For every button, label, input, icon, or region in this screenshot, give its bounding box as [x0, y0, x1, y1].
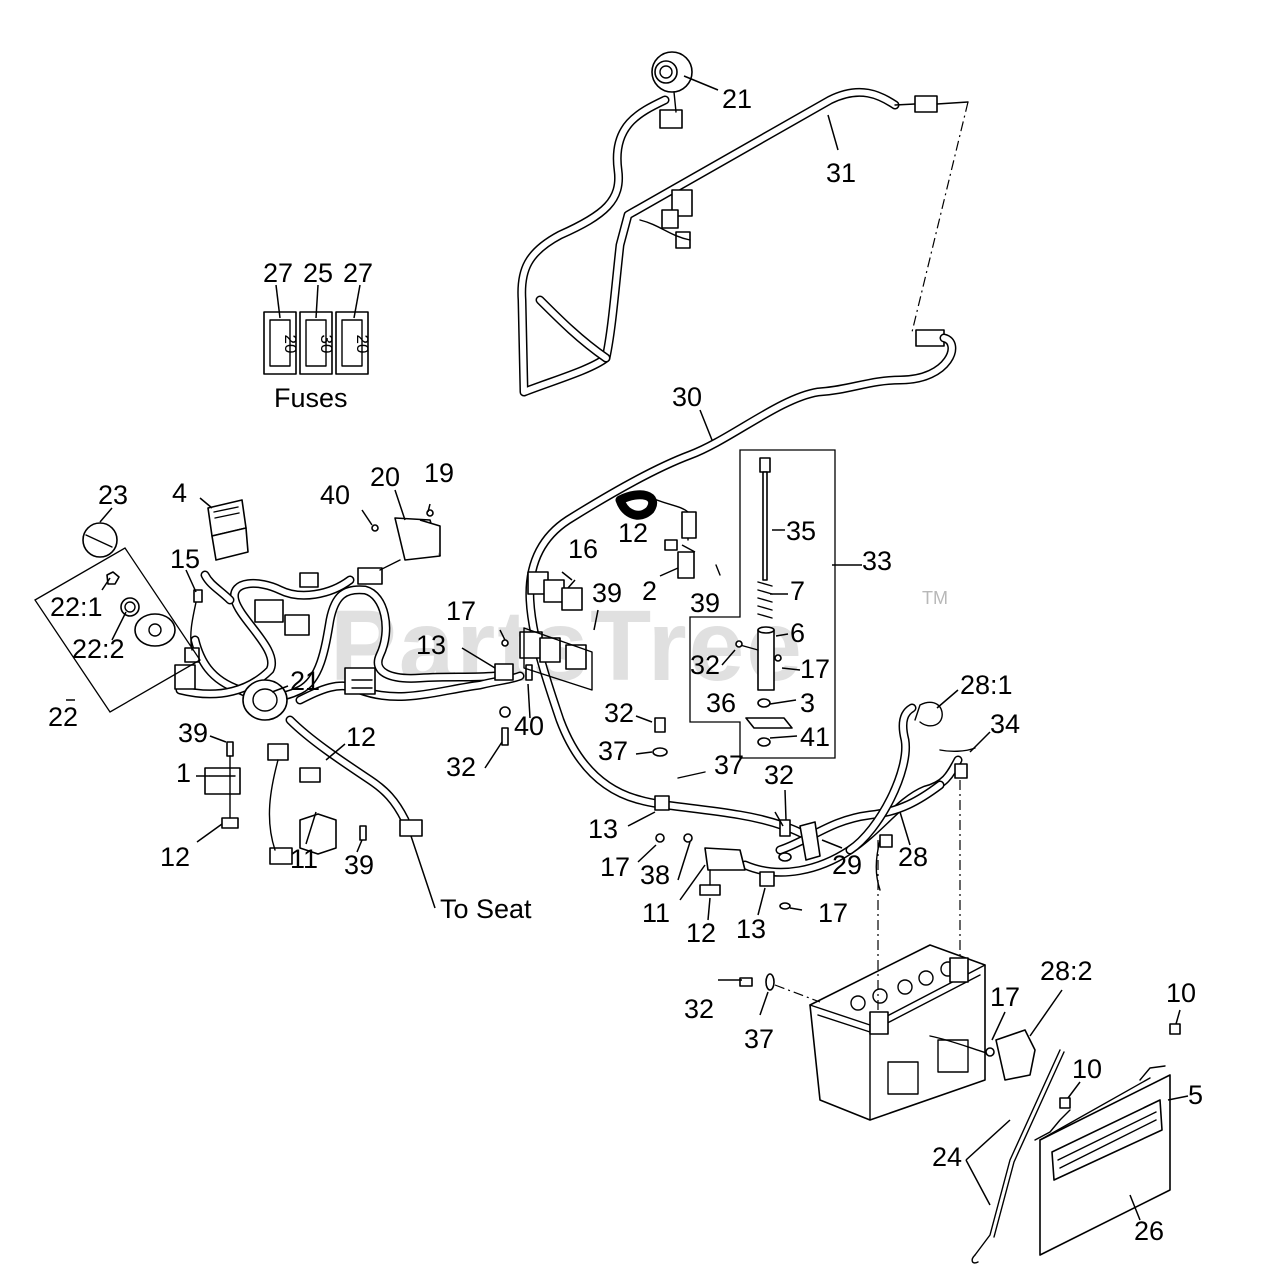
callout-10a: 10 [1166, 978, 1196, 1008]
callout-22-1: 22:1 [50, 592, 103, 622]
callout-23: 23 [98, 480, 128, 510]
callout-24: 24 [932, 1142, 962, 1172]
watermark-tm: TM [922, 588, 948, 608]
callout-36: 36 [706, 688, 736, 718]
callout-32a: 32 [690, 650, 720, 680]
callout-39b: 39 [592, 578, 622, 608]
callout-37a: 37 [598, 736, 628, 766]
note-to-seat: To Seat [440, 894, 532, 924]
callout-40a: 40 [514, 711, 544, 741]
callout-31: 31 [826, 158, 856, 188]
callout-28-1: 28:1 [960, 670, 1013, 700]
callout-15: 15 [170, 544, 200, 574]
callout-28: 28 [898, 842, 928, 872]
callout-11b: 11 [642, 898, 670, 928]
callout-1: 1 [176, 758, 191, 788]
callout-19: 19 [424, 458, 454, 488]
callout-28-2: 28:2 [1040, 956, 1093, 986]
callout-10b: 10 [1072, 1054, 1102, 1084]
callout-17e: 17 [990, 982, 1020, 1012]
callout-12b: 12 [346, 722, 376, 752]
callout-34: 34 [990, 709, 1020, 739]
callout-12d: 12 [686, 918, 716, 948]
relay-cluster [519, 571, 593, 691]
fuses-title: Fuses [274, 383, 348, 413]
right-harness [652, 701, 976, 910]
callout-12c: 12 [160, 842, 190, 872]
leader-lines [66, 75, 1189, 1221]
callout-32e: 32 [684, 994, 714, 1024]
callout-17c: 17 [600, 852, 630, 882]
callout-33: 33 [862, 546, 892, 576]
callout-32c: 32 [604, 698, 634, 728]
callout-16: 16 [568, 534, 598, 564]
callout-4: 4 [172, 478, 187, 508]
fuse-block: 20 30 20 27 25 27 Fuses [263, 258, 373, 413]
callout-13a: 13 [416, 630, 446, 660]
clip-parts [664, 539, 721, 579]
callout-3: 3 [800, 688, 815, 718]
battery [739, 780, 1036, 1121]
callout-17d: 17 [818, 898, 848, 928]
callout-40b: 40 [320, 480, 350, 510]
callout-35: 35 [786, 516, 816, 546]
callout-39c: 39 [178, 718, 208, 748]
callout-38: 38 [640, 860, 670, 890]
callout-29: 29 [832, 850, 862, 880]
left-harness [34, 499, 593, 909]
callout-6: 6 [790, 618, 805, 648]
fuse-value-3: 20 [353, 335, 372, 354]
fuse-callout-3: 27 [343, 258, 373, 288]
fuse-value-1: 20 [281, 335, 300, 354]
callout-41: 41 [800, 722, 830, 752]
callouts: 21 31 30 33 35 7 6 17 32 36 3 41 12 2 39… [48, 84, 1203, 1246]
callout-22-2: 22:2 [72, 634, 125, 664]
callout-21b: 21 [290, 666, 320, 696]
upper-harness [517, 51, 969, 397]
callout-2: 2 [642, 576, 657, 606]
cover-26 [971, 1023, 1181, 1264]
callout-17b: 17 [446, 596, 476, 626]
callout-7: 7 [790, 576, 805, 606]
callout-37b: 37 [714, 750, 744, 780]
callout-22: 22 [48, 702, 78, 732]
callout-32b: 32 [446, 752, 476, 782]
callout-37c: 37 [744, 1024, 774, 1054]
fuse-value-2: 30 [317, 335, 336, 354]
callout-20: 20 [370, 462, 400, 492]
callout-12a: 12 [618, 518, 648, 548]
fuse-callout-1: 27 [263, 258, 293, 288]
callout-13c: 13 [736, 914, 766, 944]
callout-21a: 21 [722, 84, 752, 114]
callout-11a: 11 [290, 844, 318, 874]
callout-13b: 13 [588, 814, 618, 844]
callout-39a: 39 [690, 588, 720, 618]
callout-17a: 17 [800, 654, 830, 684]
assembly-33 [689, 449, 836, 759]
fuse-callout-2: 25 [303, 258, 333, 288]
callout-30: 30 [672, 382, 702, 412]
callout-39d: 39 [344, 850, 374, 880]
callout-5: 5 [1188, 1080, 1203, 1110]
callout-32d: 32 [764, 760, 794, 790]
callout-26: 26 [1134, 1216, 1164, 1246]
